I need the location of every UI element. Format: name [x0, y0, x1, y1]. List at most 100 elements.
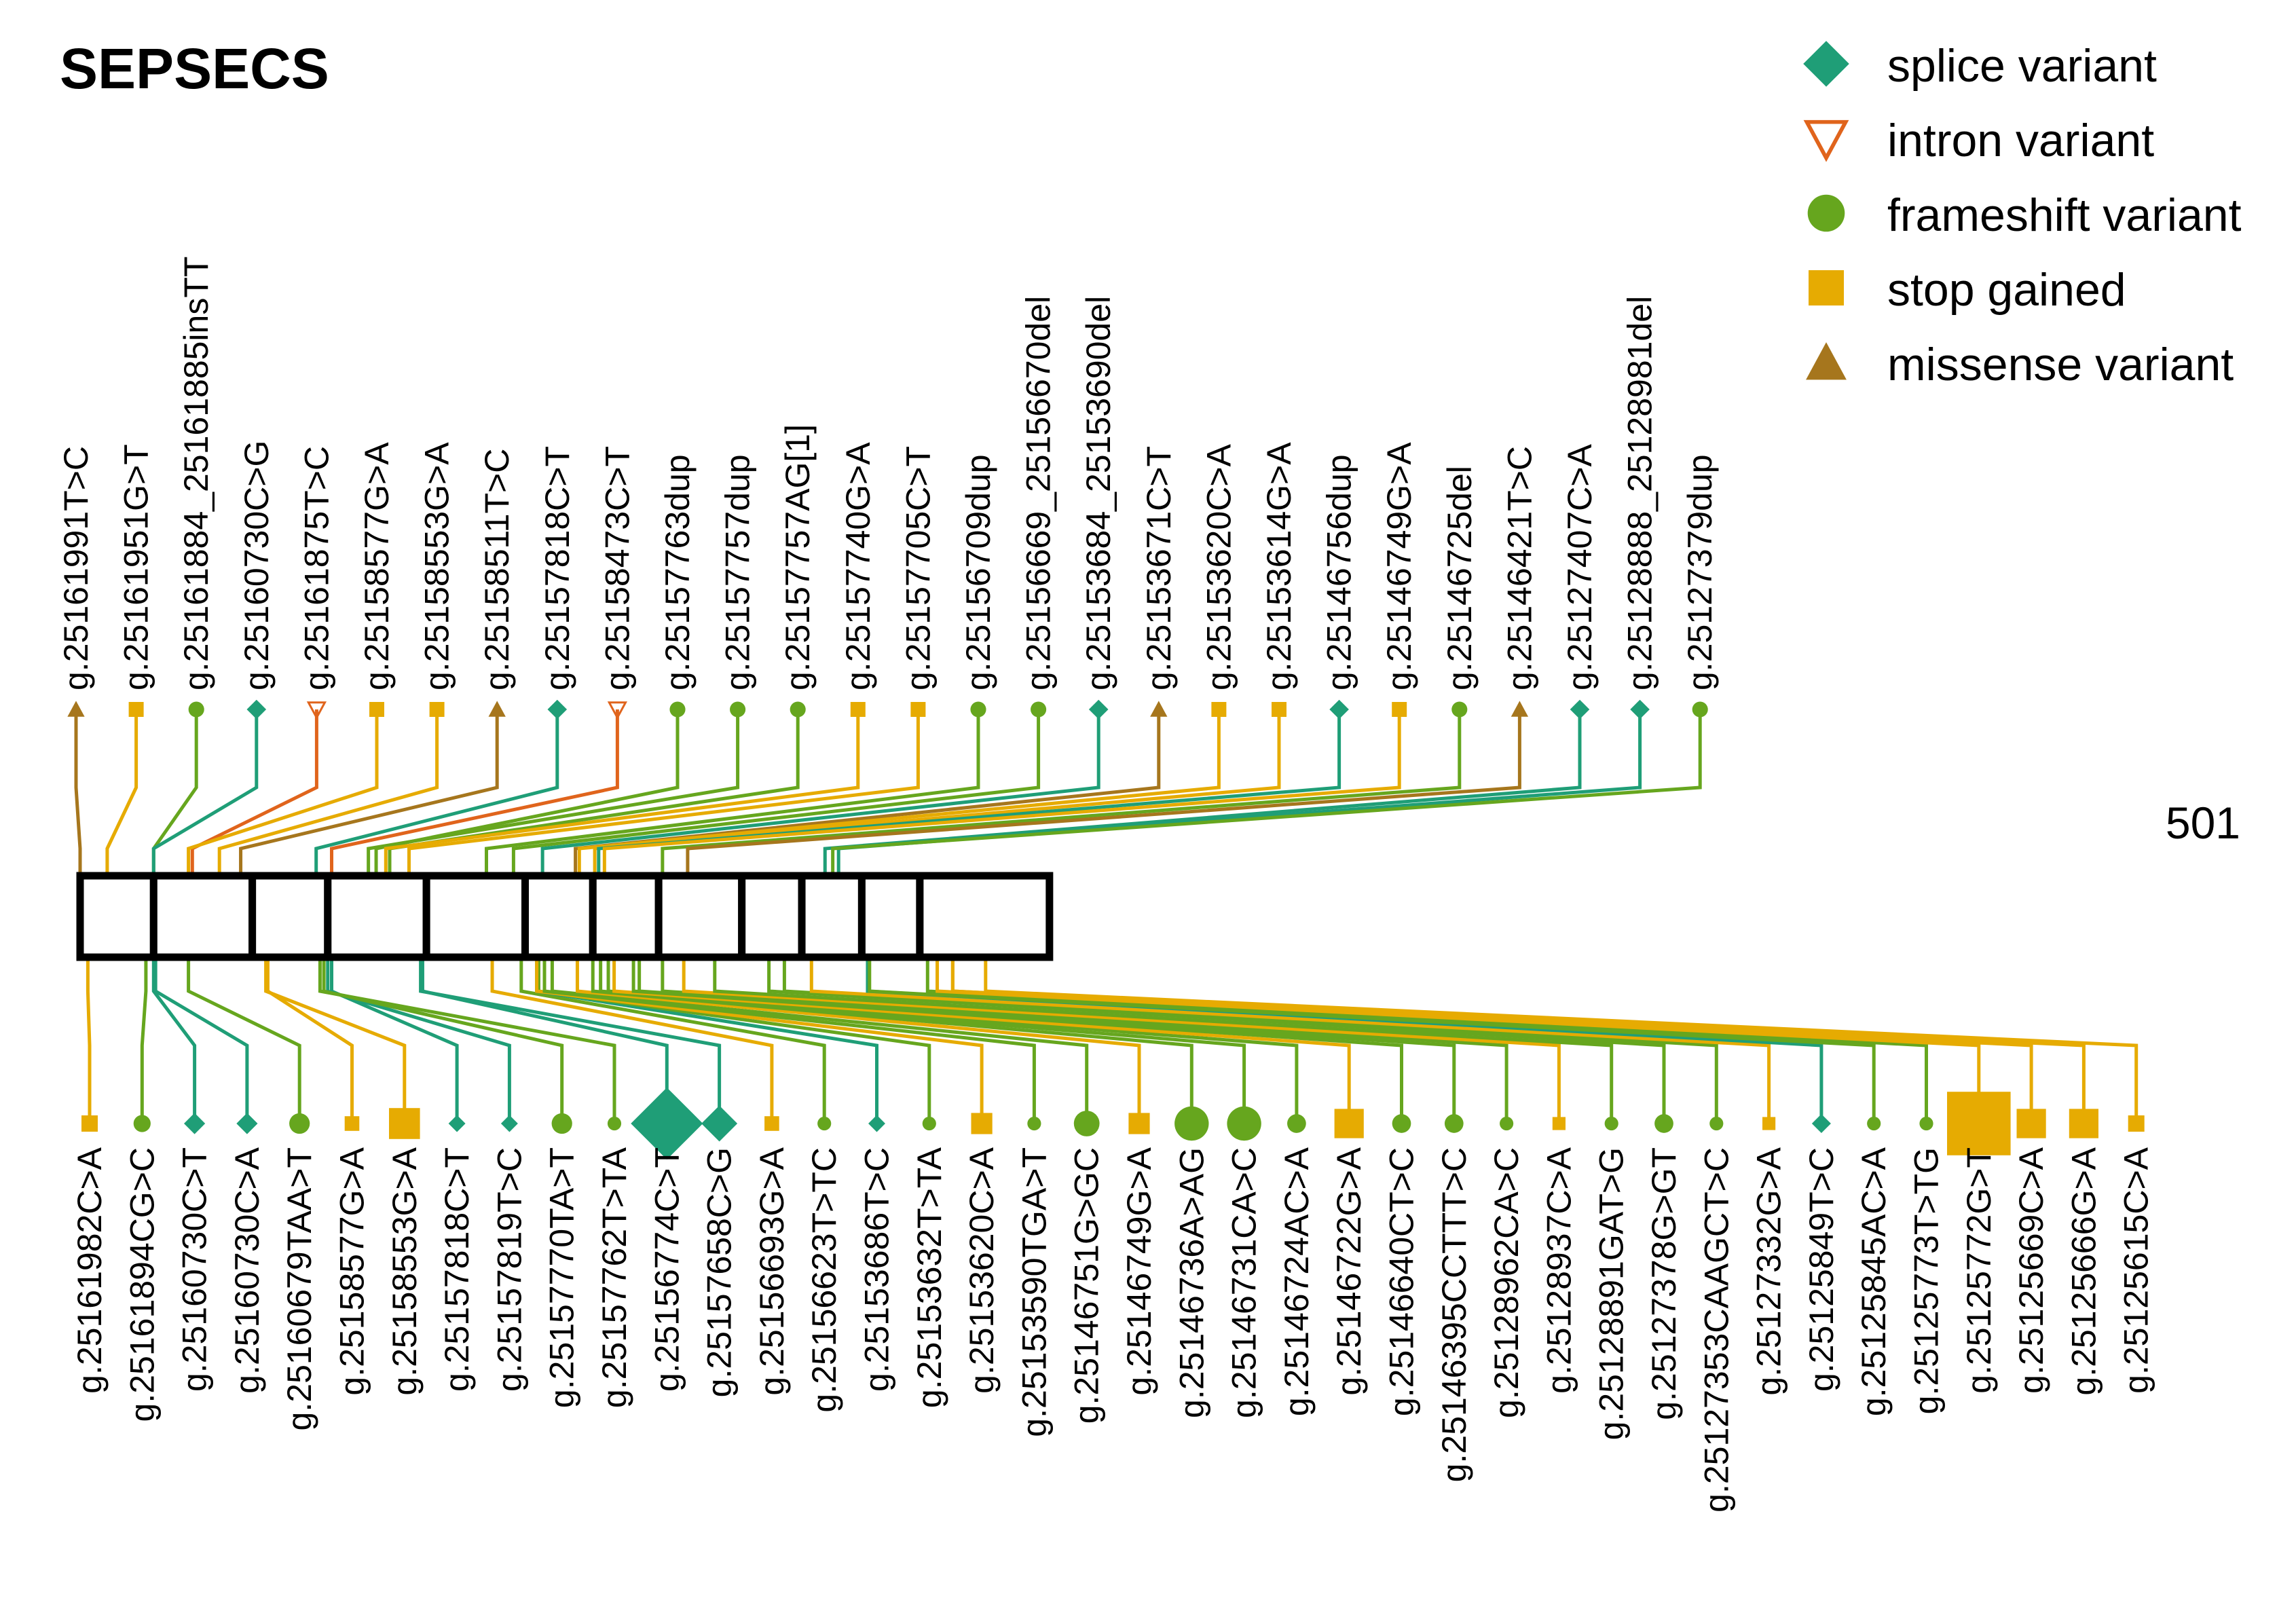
top-variant-label: g.25161884_25161885insTT [177, 257, 215, 690]
top-lollipop-stem [836, 709, 1642, 876]
top-lollipop-stem [384, 709, 860, 876]
bottom-lollipop-stem [713, 957, 1614, 1124]
bottom-lollipop-stem [519, 957, 826, 1124]
top-variant-label: g.25146725del [1441, 466, 1479, 690]
top-lollipop-stem [485, 709, 980, 876]
bottom-lollipop-stem [550, 957, 1089, 1124]
top-lollipop-stem [367, 709, 740, 876]
top-variant-label: g.25158511T>C [478, 449, 516, 690]
legend-label: splice variant [1887, 40, 2157, 92]
bottom-diamond-marker [701, 1105, 738, 1142]
top-variant-label: g.25153671C>T [1140, 446, 1178, 690]
top-variant-label: g.25127379dup [1681, 454, 1719, 690]
protein-length-label: 501 [2166, 798, 2240, 848]
top-lollipop-stem [577, 709, 1221, 876]
top-lollipop-stem [388, 709, 800, 876]
top-circle-marker [1031, 701, 1047, 718]
bottom-variant-label: g.25125773T>TG [1908, 1147, 1946, 1414]
top-lollipop-stem [597, 709, 1341, 876]
bottom-variant-label: g.25125666G>A [2064, 1147, 2103, 1395]
top-variant-label: g.25146421T>C [1500, 446, 1538, 690]
top-variant-label: g.25158553G>A [418, 442, 456, 690]
top-circle-marker [970, 701, 986, 718]
top-triangle-up-marker [488, 701, 506, 717]
bottom-lollipop-stem [542, 957, 1036, 1124]
legend-item-splice-variant: splice variant [1803, 40, 2157, 92]
top-square-marker [1272, 702, 1286, 717]
bottom-square-marker [2069, 1109, 2098, 1138]
bottom-variant-label: g.25158577G>A [333, 1147, 371, 1395]
top-lollipop-stem [661, 709, 1462, 876]
bottom-variant-label: g.25146731CA>C [1225, 1147, 1263, 1418]
legend-item-stop-gained: stop gained [1809, 264, 2126, 316]
top-variant-label: g.25156669_25156670del [1020, 296, 1058, 690]
top-square-marker [1392, 702, 1407, 717]
top-variant-label: g.25158473C>T [598, 446, 636, 690]
gene-title: SEPSECS [60, 37, 329, 100]
bottom-lollipop-stem [606, 957, 1299, 1124]
top-circle-marker [1451, 701, 1468, 718]
diamond-icon [1803, 41, 1849, 87]
top-triangle-up-marker [1150, 701, 1168, 717]
top-triangle-up-marker [67, 701, 85, 717]
bottom-square-marker [2128, 1115, 2145, 1132]
top-lollipop-stem [105, 709, 138, 876]
bottom-diamond-marker [631, 1087, 703, 1160]
bottom-diamond-marker [1811, 1113, 1831, 1134]
top-variant-label: g.25157757dup [719, 454, 757, 690]
top-variant-label: g.25153614G>A [1260, 442, 1298, 690]
circle-icon [1807, 194, 1845, 232]
top-variant-label: g.25146749G>A [1380, 442, 1418, 690]
bottom-circle-marker [1073, 1111, 1100, 1136]
bottom-lollipop-stem [86, 957, 92, 1124]
open-triangle-down-icon [1803, 119, 1849, 162]
bottom-variant-label: g.25153620C>A [963, 1147, 1001, 1393]
top-lollipop-stem [374, 709, 680, 876]
bottom-variant-label: g.25157762T>TA [595, 1147, 633, 1408]
top-circle-marker [669, 701, 686, 718]
bottom-lollipop-stem [265, 957, 354, 1124]
top-lollipop-stem [407, 709, 920, 876]
bottom-square-marker [1128, 1113, 1150, 1134]
bottom-variant-label: g.25146736A>AG [1172, 1147, 1210, 1418]
bottom-lollipop-stem [140, 957, 148, 1124]
bottom-lollipop-stem [868, 957, 1876, 1124]
bottom-variant-label: g.25161982C>A [71, 1147, 109, 1393]
bottom-variant-label: g.25128891GAT>G [1593, 1147, 1631, 1440]
bottom-variant-label: g.25125849T>C [1802, 1147, 1840, 1392]
bottom-lollipop-stem [153, 957, 249, 1124]
bottom-lollipop-stem [599, 957, 1246, 1124]
bottom-circle-marker [133, 1115, 151, 1132]
bottom-circle-marker [607, 1116, 622, 1131]
marker-layer [67, 699, 2145, 1160]
bottom-lollipop-stem [490, 957, 774, 1124]
top-variant-label: g.25158577G>A [358, 442, 396, 690]
bottom-circle-marker [1654, 1114, 1673, 1133]
bottom-variant-label: g.25146640CT>C [1383, 1147, 1421, 1416]
top-lollipop-stem [540, 709, 1100, 876]
bottom-lollipop-stem [612, 957, 1351, 1124]
top-square-marker [128, 702, 144, 717]
top-open-triangle-down-marker [306, 701, 327, 720]
bottom-variant-label: g.25156623T>TC [805, 1147, 843, 1413]
square-icon [1809, 270, 1844, 305]
exon-box [916, 872, 1054, 961]
bottom-lollipop-stem [419, 957, 722, 1124]
bottom-variant-label: g.25160730C>T [176, 1147, 214, 1392]
top-variant-label: g.25160730C>G [238, 441, 276, 690]
legend-label: missense variant [1887, 339, 2234, 390]
top-variant-label: g.25157757AG[1] [779, 424, 817, 690]
exon-box [589, 872, 663, 961]
bottom-lollipop-stem [575, 957, 1141, 1124]
exon-box [149, 872, 257, 961]
top-square-marker [429, 702, 445, 717]
bottom-variant-label: g.25125772G>T [1960, 1147, 1998, 1394]
bottom-lollipop-stem [950, 957, 2086, 1124]
bottom-variant-label: g.25128962CA>C [1487, 1147, 1525, 1418]
bottom-lollipop-stem [631, 957, 1403, 1124]
bottom-diamond-marker [184, 1113, 206, 1134]
top-variant-label: g.25157705C>T [899, 446, 937, 690]
